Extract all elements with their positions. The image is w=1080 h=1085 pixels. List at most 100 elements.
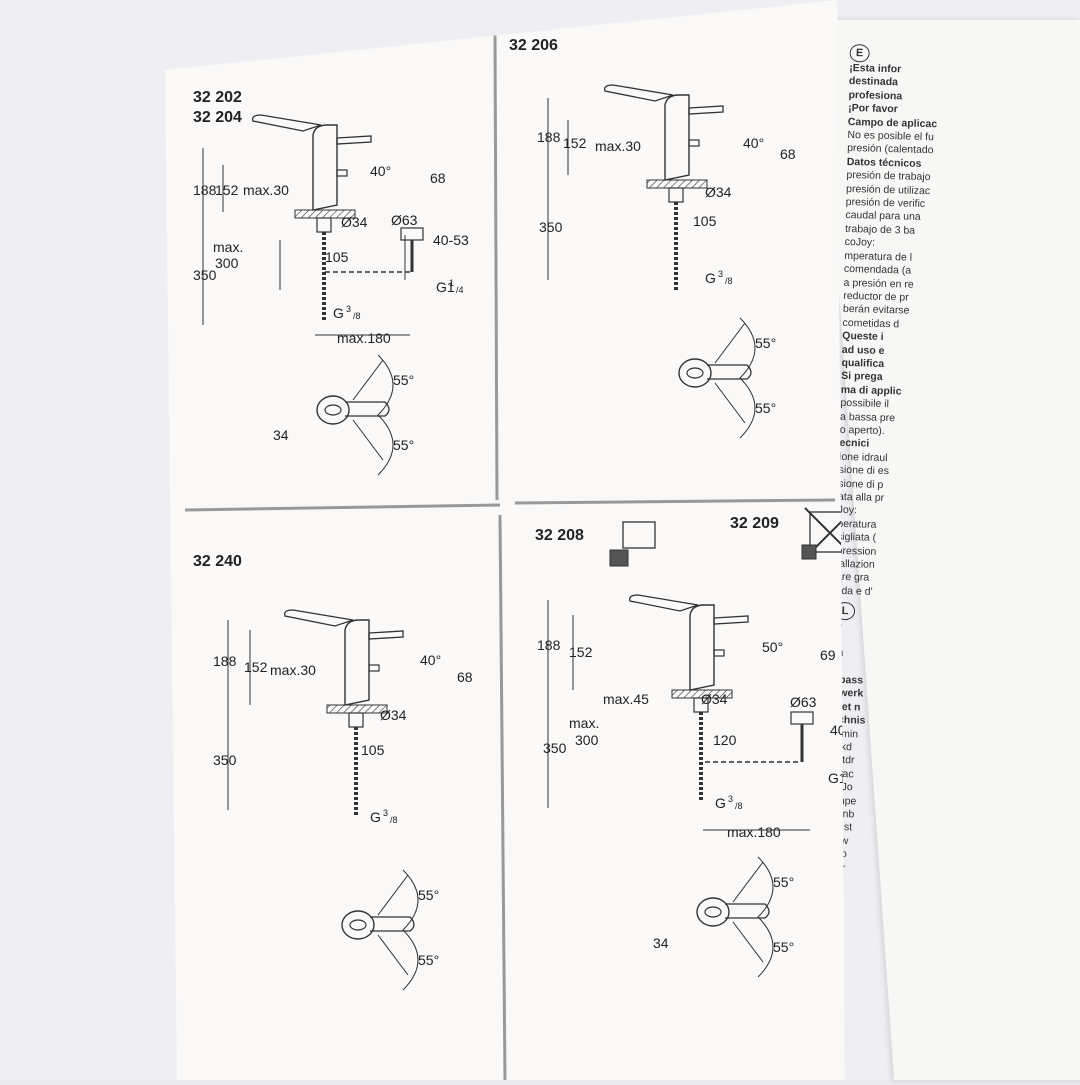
thread-fraction: /4 [456,285,464,295]
thread-fraction: /8 [725,276,733,286]
dimension-label: max. [569,715,599,731]
dimension-label: Ø34 [705,184,732,200]
lever-top-view [725,903,770,919]
drawing-line [352,419,384,461]
faucet-top-inner [686,367,704,379]
dimension-label: 350 [539,219,563,235]
dimension-label: 120 [713,732,737,748]
dimension-label: 40° [420,652,441,668]
dimension-label: max.30 [270,662,316,678]
thread-fraction: 3 [728,794,733,804]
angle-label-top: 55° [418,887,439,903]
dimension-label: max.180 [727,824,781,840]
dimension-label: Ø34 [701,691,728,707]
horizontal-divider-left [184,503,501,512]
dimension-label: 40-53 [433,232,469,248]
model-number: 32 208 [535,527,584,544]
drawing-line [714,322,746,364]
dimension-label: 40° [743,135,764,151]
drawing-line [377,874,409,916]
angle-label-bottom: 55° [393,437,414,453]
dimension-label: 68 [780,146,796,162]
drawing-line [732,861,764,903]
dimension-label: Ø34 [380,707,407,723]
thread-label: G [715,795,726,811]
faucet-aerator [336,169,348,177]
thread-label: G [333,305,344,321]
dimension-label: 50° [762,639,783,655]
dimension-label: 105 [361,742,385,758]
thread-label: G [705,270,716,286]
thread-fraction: 3 [718,269,723,279]
language-badge-e: E [849,43,870,63]
model-number: 32 206 [509,37,558,54]
dimension-label: max. [213,239,243,255]
lever-top-view [345,401,390,417]
dimension-label: 34 [653,935,669,951]
drawing-line [732,921,764,963]
dimension-label: 68 [430,170,446,186]
dimension-label: 105 [693,213,717,229]
angle-label-top: 55° [773,874,794,890]
drain-valve-knob [801,544,817,560]
model-number: 32 202 [193,89,242,106]
dimension-label: max.45 [603,691,649,707]
thread-label: G1 [436,279,455,295]
faucet-body [312,124,338,211]
faucet-aerator [713,649,725,657]
dimension-label: 350 [213,752,237,768]
faucet-top-view [341,910,375,940]
drawing-line [352,359,384,401]
angle-arc [377,354,394,476]
angle-label-bottom: 55° [418,952,439,968]
vertical-divider-bottom [498,514,507,1080]
faucet-top-view [678,358,712,388]
drain-valve-crossed-icon [809,511,845,553]
drain-plug [400,227,424,241]
dimension-label: 188 [537,637,561,653]
dimension-label: 350 [193,267,217,283]
dimension-label: 300 [215,255,239,271]
faucet-top-view [316,395,350,425]
model-number: 32 240 [193,553,242,570]
dimension-label: 188 [193,182,217,198]
angle-label-top: 55° [755,335,776,351]
dimension-label: 152 [215,182,239,198]
thread-label: G1 [828,770,845,786]
dimension-label: Ø63 [790,694,817,710]
drain-plug [790,711,814,725]
faucet-top-inner [704,906,722,918]
faucet-lever [336,135,372,145]
mounting-nut [316,217,332,233]
dimension-label: Ø63 [391,212,418,228]
dimension-label: 34 [273,427,289,443]
faucet-spout [284,609,354,627]
dimension-label: 152 [244,659,268,675]
thread-fraction: /8 [353,311,361,321]
dimension-label: 350 [543,740,567,756]
faucet-top-view [696,897,730,927]
angle-arc [757,856,774,978]
side-text-line: war [828,861,938,877]
mounting-nut [668,187,684,203]
model-number: 32 204 [193,109,242,126]
dimension-label: max.180 [337,330,391,346]
dimension-label: max.30 [595,138,641,154]
faucet-spout [252,114,322,132]
angle-arc [739,317,756,439]
dimension-label: 188 [537,129,561,145]
thread-fraction: 3 [346,304,351,314]
dimension-label: 152 [569,644,593,660]
thread-fraction: 3 [383,808,388,818]
faucet-top-inner [324,404,342,416]
faucet-aerator [368,664,380,672]
drawing-line [377,934,409,976]
faucet-body [689,604,715,691]
lever-top-view [707,364,752,380]
dimension-label: 68 [457,669,473,685]
dimension-label: 188 [213,653,237,669]
lever-top-view [370,916,415,932]
